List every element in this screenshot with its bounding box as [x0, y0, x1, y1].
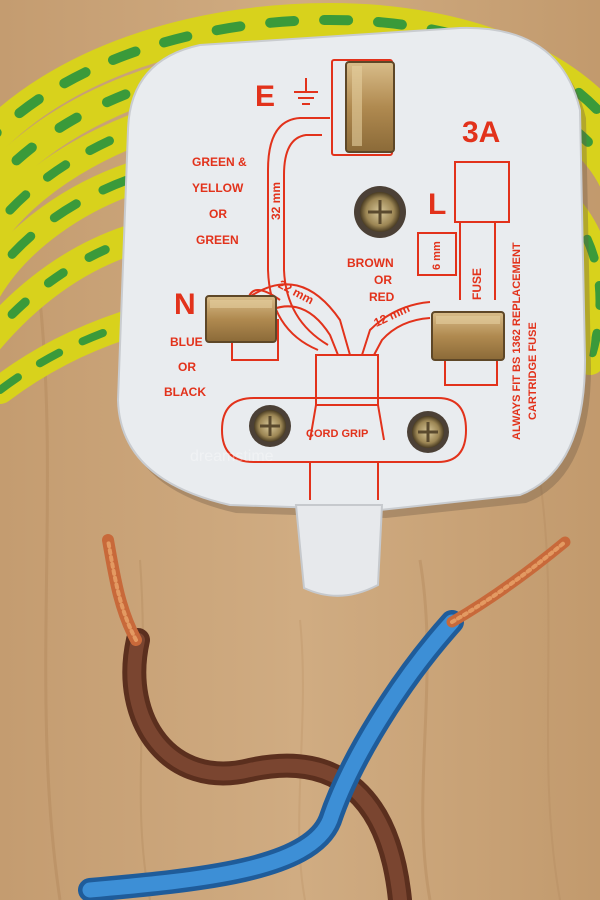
plug-body	[116, 26, 587, 512]
fuse-label: FUSE	[470, 267, 484, 300]
live-pin	[431, 311, 505, 361]
watermark: dreamstime	[190, 448, 274, 465]
fuse-note-line-2: CARTRIDGE FUSE	[527, 322, 539, 420]
neutral-letter: N	[174, 288, 196, 321]
neutral-wire-line-3: BLACK	[164, 385, 206, 399]
earth-strip-length: 32 mm	[269, 181, 283, 220]
fuse-note-line-1: ALWAYS FIT BS 1362 REPLACEMENT	[511, 242, 523, 440]
live-wire-line-2: OR	[374, 273, 392, 287]
live-wire-line-3: RED	[369, 290, 395, 304]
fuse-gap-length: 6 mm	[431, 241, 443, 270]
earth-letter: E	[255, 80, 276, 113]
brown-live-wire	[102, 534, 412, 900]
earth-wire-line-2: YELLOW	[192, 181, 244, 195]
cord-grip-label: CORD GRIP	[306, 428, 369, 440]
wiring-diagram	[220, 59, 510, 500]
cord-grip-screw-left	[249, 405, 291, 447]
rating-label: 3A	[462, 116, 501, 149]
earth-wire-line-3: OR	[209, 207, 227, 221]
cord-entry-sleeve	[294, 504, 384, 597]
live-wire-line-1: BROWN	[347, 256, 394, 270]
live-letter: L	[428, 188, 447, 221]
blue-neutral-wire	[78, 536, 571, 900]
center-screw	[354, 186, 406, 238]
neutral-wire-line-2: OR	[178, 360, 196, 374]
earth-pin	[345, 61, 395, 153]
cord-grip-screw-right	[407, 411, 449, 453]
earth-wire-line-4: GREEN	[196, 233, 239, 247]
earth-wire-line-1: GREEN &	[192, 155, 247, 169]
neutral-pin	[205, 295, 277, 343]
neutral-wire-line-1: BLUE	[170, 335, 203, 349]
